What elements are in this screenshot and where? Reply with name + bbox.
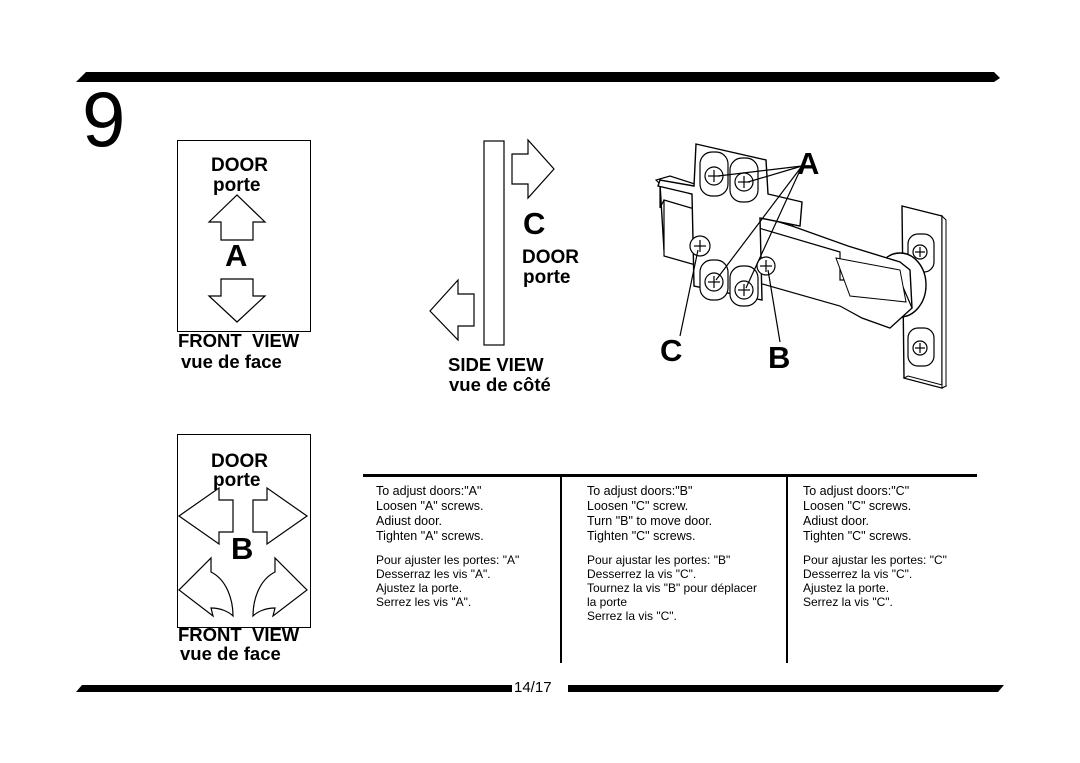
instruction-column-b: To adjust doors:"B" Loosen "C" screw. Tu… — [587, 484, 783, 623]
instruction-column-a: To adjust doors:"A" Loosen "A" screws. A… — [376, 484, 556, 609]
panel-a-letter: A — [225, 238, 248, 273]
side-view-letter: C — [523, 206, 546, 241]
instruction-line: Adiust door. — [803, 514, 870, 528]
panel-b-view-fr-label: vue de face — [180, 643, 281, 664]
instruction-line-fr: Serrez la vis "C". — [587, 609, 677, 623]
panel-b-view-label: FRONT VIEW — [178, 624, 300, 645]
right-arrow-icon — [511, 138, 555, 200]
hinge-label-c: C — [660, 333, 683, 368]
instruction-line: To adjust doors:"B" — [587, 484, 693, 498]
instruction-line-fr: Pour ajustar les portes: "C" — [803, 553, 947, 567]
left-arrow-icon — [429, 278, 475, 342]
instruction-line: To adjust doors:"C" — [803, 484, 910, 498]
instruction-line: Adiust door. — [376, 514, 443, 528]
instruction-line-fr: Pour ajustar les portes: "B" — [587, 553, 731, 567]
instruction-column-c: To adjust doors:"C" Loosen "C" screws. A… — [803, 484, 983, 609]
rotate-right-arrow-icon — [252, 556, 308, 618]
up-arrow-icon — [207, 194, 267, 241]
panel-a-view-label: FRONT VIEW — [178, 330, 300, 351]
panel-a-view-fr-label: vue de face — [181, 351, 282, 372]
left-arrow-icon — [177, 486, 234, 546]
side-view-door-label: DOOR — [522, 247, 579, 268]
instruction-line-fr: Serrez les vis "A". — [376, 595, 472, 609]
side-view-porte-label: porte — [523, 267, 571, 288]
instruction-line-fr: Desserrez la vis "C". — [587, 567, 697, 581]
side-view-diagram — [429, 138, 555, 346]
screw-icons — [689, 166, 928, 356]
instruction-line: Loosen "C" screw. — [587, 499, 689, 513]
step-number: 9 — [82, 75, 126, 163]
side-view-title: SIDE VIEW — [448, 354, 544, 375]
instruction-line: Tighten "A" screws. — [376, 529, 484, 543]
column-divider-2 — [786, 476, 788, 663]
instruction-line-fr: Desserraz les vis "A". — [376, 567, 491, 581]
hinge-diagram — [654, 143, 948, 389]
panel-b-door-label: DOOR — [211, 451, 268, 472]
rotate-left-arrow-icon — [178, 556, 234, 618]
side-view-fr-title: vue de côté — [449, 374, 551, 395]
instruction-line: Tighten "C" screws. — [803, 529, 912, 543]
instruction-line-fr: Tournez la vis "B" pour déplacer — [587, 581, 757, 595]
instruction-line: Loosen "C" screws. — [803, 499, 912, 513]
panel-b-letter: B — [231, 531, 254, 566]
column-divider-1 — [560, 476, 562, 663]
right-arrow-icon — [252, 486, 309, 546]
instruction-line-fr: Serrez la vis "C". — [803, 595, 893, 609]
instruction-line: Turn "B" to move door. — [587, 514, 713, 528]
instruction-line-fr: Pour ajuster les portes: "A" — [376, 553, 520, 567]
instruction-line: Loosen "A" screws. — [376, 499, 484, 513]
page-number: 14/17 — [514, 679, 552, 696]
panel-a-porte-label: porte — [213, 175, 261, 196]
panel-a-door-label: DOOR — [211, 155, 268, 176]
panel-b-porte-label: porte — [213, 470, 261, 491]
instruction-table-top-rule — [363, 474, 977, 477]
instruction-line-fr: Ajustez la porte. — [376, 581, 463, 595]
leader-lines — [679, 165, 803, 343]
instruction-line-fr: la porte — [587, 595, 628, 609]
hinge-label-b: B — [768, 340, 791, 375]
instruction-line-fr: Desserrez la vis "C". — [803, 567, 913, 581]
instruction-line: Tighten "C" screws. — [587, 529, 696, 543]
panel-b-arrows — [177, 486, 309, 618]
instruction-line-fr: Ajustez la porte. — [803, 581, 890, 595]
down-arrow-icon — [207, 278, 267, 323]
hinge-label-a: A — [797, 146, 820, 181]
instruction-line: To adjust doors:"A" — [376, 484, 482, 498]
